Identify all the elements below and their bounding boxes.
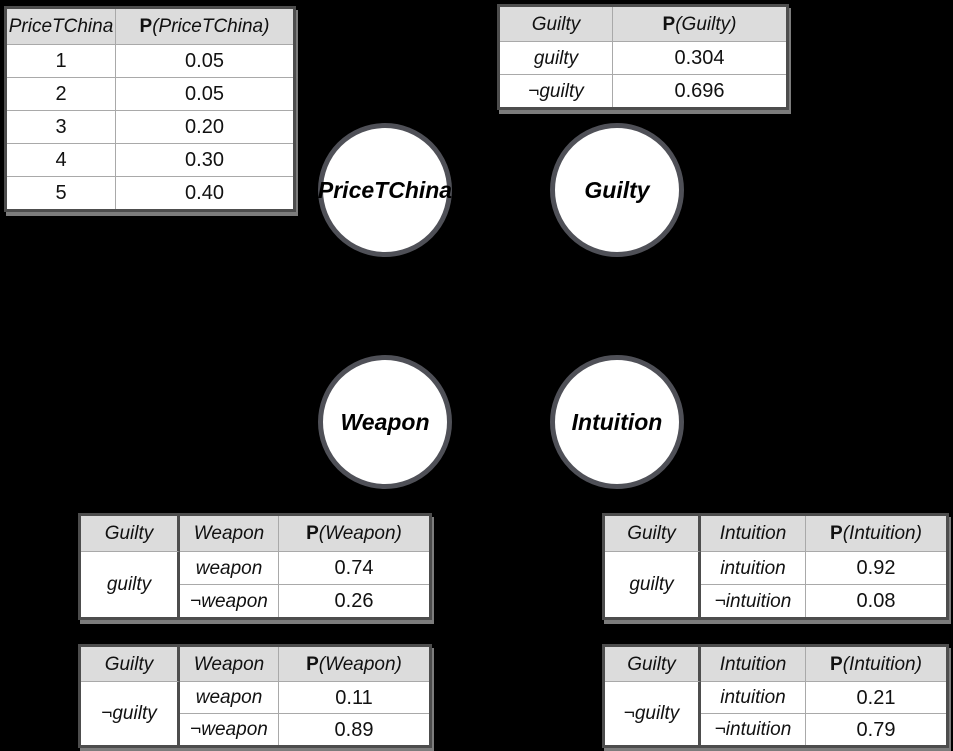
state-cell: ¬weapon xyxy=(180,713,278,745)
node-label: Guilty xyxy=(584,176,650,203)
probability-args: (Weapon) xyxy=(318,523,402,544)
header-cell-probability: P(Intuition) xyxy=(805,516,946,551)
node-pricetchina: PriceTChina xyxy=(318,123,452,257)
state-cell: guilty xyxy=(500,41,612,74)
header-cell: Intuition xyxy=(701,516,805,551)
header-cell: Intuition xyxy=(701,647,805,681)
node-label: Intuition xyxy=(571,408,663,435)
prob-cell: 0.304 xyxy=(612,41,786,74)
prob-cell: 0.696 xyxy=(612,74,786,107)
state-cell: ¬intuition xyxy=(701,713,805,745)
probability-args: (Intuition) xyxy=(842,523,922,544)
value-cell: 2 xyxy=(7,77,115,110)
prob-cell: 0.26 xyxy=(278,584,429,617)
prob-cell: 0.74 xyxy=(278,551,429,584)
prob-cell: 0.05 xyxy=(115,44,293,77)
state-cell: ¬weapon xyxy=(180,584,278,617)
header-cell-condition: Guilty xyxy=(605,516,701,551)
cpt-table-intuition-given-guilty: Guilty Intuition P(Intuition) guilty int… xyxy=(602,513,949,620)
probability-symbol: P xyxy=(306,523,319,544)
value-cell: 3 xyxy=(7,110,115,143)
header-cell: Guilty xyxy=(500,7,612,41)
node-label: Weapon xyxy=(340,408,430,435)
state-cell: weapon xyxy=(180,551,278,584)
probability-args: (Intuition) xyxy=(842,653,922,675)
header-cell-probability: P(Weapon) xyxy=(278,516,429,551)
condition-cell: guilty xyxy=(605,551,701,617)
condition-cell: ¬guilty xyxy=(81,681,180,745)
cpt-table-pricetchina: PriceTChina P(PriceTChina) 1 0.05 2 0.05… xyxy=(4,6,296,212)
probability-args: (Weapon) xyxy=(318,653,402,675)
header-cell: PriceTChina xyxy=(7,9,115,44)
node-guilty: Guilty xyxy=(550,123,684,257)
probability-args: (Guilty) xyxy=(675,13,737,35)
node-weapon: Weapon xyxy=(318,355,452,489)
probability-symbol: P xyxy=(306,653,319,675)
state-cell: ¬guilty xyxy=(500,74,612,107)
header-cell: Weapon xyxy=(180,647,278,681)
prob-cell: 0.92 xyxy=(805,551,946,584)
prob-cell: 0.89 xyxy=(278,713,429,745)
value-cell: 5 xyxy=(7,176,115,209)
cpt-table-guilty: Guilty P(Guilty) guilty 0.304 ¬guilty 0.… xyxy=(497,4,789,110)
header-cell-probability: P(Intuition) xyxy=(805,647,946,681)
prob-cell: 0.11 xyxy=(278,681,429,713)
prob-cell: 0.21 xyxy=(805,681,946,713)
cpt-table-weapon-given-notguilty: Guilty Weapon P(Weapon) ¬guilty weapon 0… xyxy=(78,644,432,748)
prob-cell: 0.20 xyxy=(115,110,293,143)
header-cell-condition: Guilty xyxy=(81,647,180,681)
header-cell-condition: Guilty xyxy=(81,516,180,551)
prob-cell: 0.30 xyxy=(115,143,293,176)
value-cell: 4 xyxy=(7,143,115,176)
value-cell: 1 xyxy=(7,44,115,77)
probability-symbol: P xyxy=(139,16,153,37)
header-cell-probability: P(Weapon) xyxy=(278,647,429,681)
prob-cell: 0.08 xyxy=(805,584,946,617)
probability-symbol: P xyxy=(830,523,843,544)
header-cell: Weapon xyxy=(180,516,278,551)
probability-args: (PriceTChina) xyxy=(152,16,270,37)
node-label: PriceTChina xyxy=(317,176,453,203)
node-intuition: Intuition xyxy=(550,355,684,489)
prob-cell: 0.05 xyxy=(115,77,293,110)
state-cell: intuition xyxy=(701,681,805,713)
state-cell: intuition xyxy=(701,551,805,584)
prob-cell: 0.79 xyxy=(805,713,946,745)
condition-cell: ¬guilty xyxy=(605,681,701,745)
condition-cell: guilty xyxy=(81,551,180,617)
probability-symbol: P xyxy=(662,13,676,35)
state-cell: weapon xyxy=(180,681,278,713)
header-cell-probability: P(Guilty) xyxy=(612,7,786,41)
header-cell-condition: Guilty xyxy=(605,647,701,681)
cpt-table-intuition-given-notguilty: Guilty Intuition P(Intuition) ¬guilty in… xyxy=(602,644,949,748)
state-cell: ¬intuition xyxy=(701,584,805,617)
prob-cell: 0.40 xyxy=(115,176,293,209)
header-cell-probability: P(PriceTChina) xyxy=(115,9,293,44)
cpt-table-weapon-given-guilty: Guilty Weapon P(Weapon) guilty weapon 0.… xyxy=(78,513,432,620)
probability-symbol: P xyxy=(830,653,843,675)
